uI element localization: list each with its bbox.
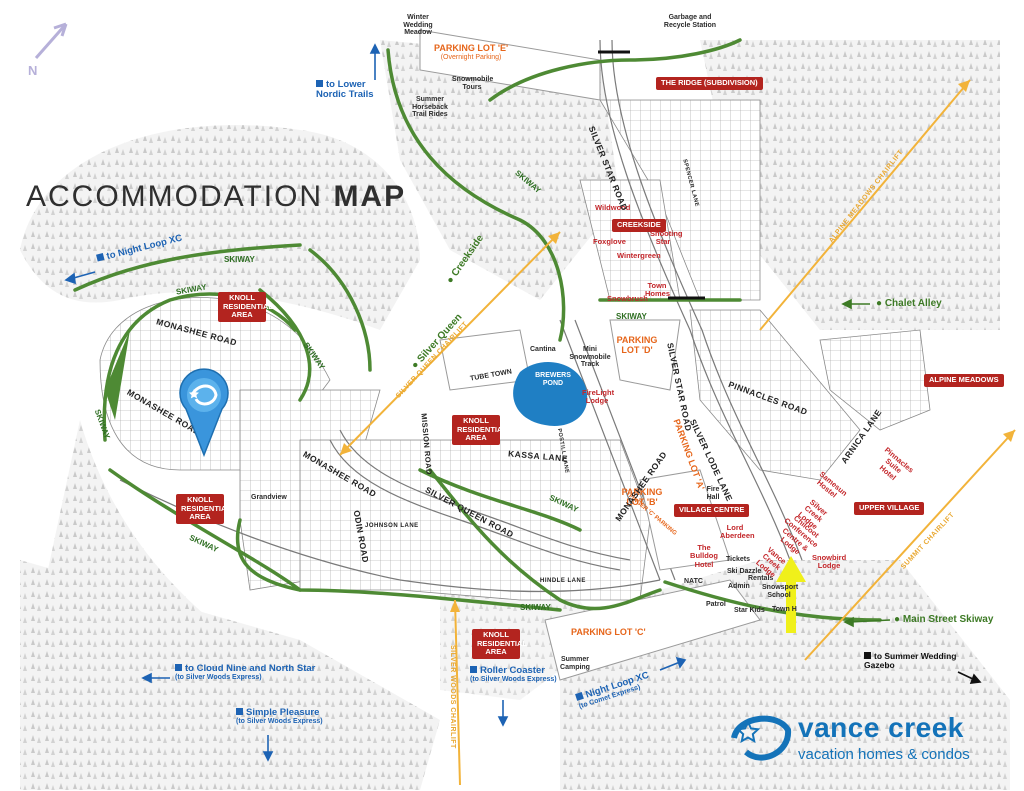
skiway-label-9: SKIWAY xyxy=(616,312,647,321)
lodge-snowbird: Snowbird Lodge xyxy=(812,553,847,571)
dir-square xyxy=(316,80,323,87)
trail-chalet-alley: ● Chalet Alley xyxy=(876,298,942,309)
lodge-wildwood: Wildwood xyxy=(595,203,631,212)
tag-village-centre: VILLAGE CENTRE xyxy=(674,504,750,517)
road-hindle-lane: HINDLE LANE xyxy=(540,578,586,584)
tag-the-ridge: THE RIDGE (SUBDIVISION) xyxy=(656,77,763,90)
dir-square xyxy=(175,664,182,671)
place-star-kids: Star Kids xyxy=(734,607,765,614)
chairlift-silver-woods: SILVER WOODS CHAIRLIFT xyxy=(449,645,456,749)
tag-knoll-2: KNOLL RESIDENTIAL AREA xyxy=(452,415,507,445)
parking-lot-e-name: PARKING LOT 'E' xyxy=(434,43,509,53)
lodge-snowbrush: Snowbrush xyxy=(607,294,648,303)
tag-upper-village: UPPER VILLAGE xyxy=(854,502,925,515)
parking-lot-c: PARKING LOT 'C' xyxy=(571,627,646,637)
dir-roller-coaster-sub: (to Silver Woods Express) xyxy=(470,676,557,684)
chairlifts xyxy=(339,79,1016,786)
trail-main-street: ● Main Street Skiway xyxy=(894,614,994,625)
dir-roller-coaster: Roller Coaster (to Silver Woods Express) xyxy=(470,665,557,684)
lodge-town-homes: Town Homes xyxy=(645,281,671,299)
highlight-arrow xyxy=(776,556,806,633)
dir-simple-pleasure-text: Simple Pleasure xyxy=(246,707,320,718)
trail-arrows xyxy=(841,298,891,628)
place-cantina: Cantina xyxy=(530,346,556,353)
dir-lower-nordic-text: to Lower Nordic Trails xyxy=(316,79,374,101)
dir-cloud-nine-text: to Cloud Nine and North Star xyxy=(185,663,316,674)
forest-areas xyxy=(20,40,1010,790)
skiways xyxy=(73,38,882,622)
dir-cloud-nine-sub: (to Silver Woods Express) xyxy=(175,674,262,682)
brewers-pond xyxy=(513,362,588,426)
road-barriers xyxy=(598,50,705,300)
parking-lot-e-note: (Overnight Parking) xyxy=(440,53,502,61)
place-natc: NATC xyxy=(684,578,703,585)
place-summer-camping: Summer Camping xyxy=(560,656,590,671)
north-arrow xyxy=(34,22,68,59)
trail-main-street-name: Main Street Skiway xyxy=(902,614,994,625)
residential-lots xyxy=(99,99,931,601)
tag-knoll-1: KNOLL RESIDENTIAL AREA xyxy=(218,292,273,322)
monashee-loop-knoll xyxy=(105,330,130,420)
place-garbage-recycle: Garbage and Recycle Station xyxy=(663,14,717,29)
place-tickets: Tickets xyxy=(726,556,750,563)
dir-square xyxy=(575,692,584,701)
place-brewers-pond: BREWERS POND xyxy=(535,372,571,387)
skiway-label-2: SKIWAY xyxy=(224,255,255,264)
dir-square xyxy=(96,253,105,262)
map-title-bold: MAP xyxy=(333,180,407,213)
dir-roller-coaster-text: Roller Coaster xyxy=(480,665,545,676)
direction-arrows xyxy=(64,43,687,762)
road-johnson-lane: JOHNSON LANE xyxy=(365,523,419,529)
place-grandview: Grandview xyxy=(251,494,287,501)
dir-square xyxy=(236,708,243,715)
vance-creek-logo-icon xyxy=(731,715,792,761)
lodge-wintergreen: Wintergreen xyxy=(617,251,661,260)
dir-summer-gazebo: to Summer Wedding Gazebo xyxy=(864,651,964,671)
dir-simple-pleasure: Simple Pleasure (to Silver Woods Express… xyxy=(236,707,323,726)
place-winter-wedding-meadow: Winter Wedding Meadow xyxy=(403,14,433,37)
dir-lower-nordic: to Lower Nordic Trails xyxy=(316,79,386,101)
skiway-label-8: SKIWAY xyxy=(520,603,551,612)
tag-knoll-4: KNOLL RESIDENTIAL AREA xyxy=(472,629,527,659)
logo-brand-name: vance creek xyxy=(798,712,964,743)
place-rentals: Rentals xyxy=(748,575,774,582)
dir-square-black xyxy=(864,652,871,659)
dir-cloud-nine: to Cloud Nine and North Star (to Silver … xyxy=(175,663,316,682)
map-title: ACCOMMODATION MAP xyxy=(26,180,406,213)
place-ski-dazzle: Ski Dazzle xyxy=(727,568,762,575)
place-admin: Admin xyxy=(728,583,750,590)
gazebo-arrow xyxy=(957,671,982,684)
parking-lots xyxy=(419,29,761,681)
place-snowmobile-tours: Snowmobile Tours xyxy=(452,76,494,91)
parking-lot-d: PARKING LOT 'D' xyxy=(616,335,658,355)
lodge-foxglove: Foxglove xyxy=(593,237,626,246)
dir-simple-pleasure-sub: (to Silver Woods Express) xyxy=(236,718,323,726)
dir-summer-gazebo-text: to Summer Wedding Gazebo xyxy=(864,651,957,671)
place-mini-snowmobile: Mini Snowmobile Track xyxy=(569,346,611,369)
vance-creek-logo: vance creek vacation homes & condos xyxy=(728,706,993,772)
trail-chalet-alley-name: Chalet Alley xyxy=(884,298,942,309)
tag-alpine-meadows: ALPINE MEADOWS xyxy=(924,374,1004,387)
place-patrol: Patrol xyxy=(706,601,726,608)
lodge-firelight: FireLight Lodge xyxy=(582,388,615,406)
lodge-bulldog-hotel: The Bulldog Hotel xyxy=(690,543,718,569)
place-fire-hall: Fire Hall xyxy=(706,486,720,501)
place-summer-horseback: Summer Horseback Trail Rides xyxy=(412,96,448,119)
dir-square xyxy=(470,666,477,673)
tag-creekside: CREEKSIDE xyxy=(612,219,666,232)
chairlift-arrowheads xyxy=(340,80,1015,612)
lodge-lord-aberdeen: Lord Aberdeen xyxy=(720,523,755,541)
parking-lot-b: PARKING LOT 'B' xyxy=(621,487,663,507)
logo-tagline: vacation homes & condos xyxy=(798,746,970,763)
tag-knoll-3: KNOLL RESIDENTIAL AREA xyxy=(176,494,231,524)
place-snowsport-school: Snowsport School xyxy=(762,584,799,599)
place-town-hall: Town H xyxy=(772,606,797,613)
north-label: N xyxy=(28,63,38,78)
parking-lot-e: PARKING LOT 'E' (Overnight Parking) xyxy=(434,43,509,62)
map-title-light: ACCOMMODATION xyxy=(26,180,334,213)
lodge-shooting-star: Shooting Star xyxy=(650,229,683,247)
location-pin-icon xyxy=(179,368,229,457)
